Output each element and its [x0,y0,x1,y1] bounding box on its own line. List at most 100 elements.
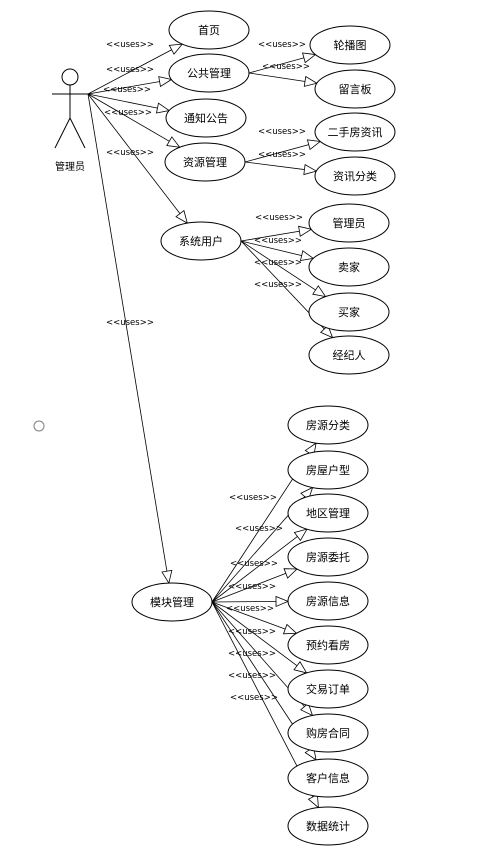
use-case-ellipse [314,69,396,109]
use-case-ellipse [308,203,390,243]
use-case-ellipse [287,405,369,445]
uses-label: <<uses>> [228,582,276,592]
uses-label: <<uses>> [262,62,310,72]
uses-label: <<uses>> [258,150,306,160]
uses-edge-actor-module_mgmt [87,93,170,584]
arrowhead-carousel [302,52,317,64]
use-case-contract: 购房合同 [287,713,369,753]
use-case-house-info: 房源信息 [287,581,369,621]
arrowhead-system_users [175,209,188,224]
uses-label: <<uses>> [258,127,306,137]
uses-edge-system_users-buyer [240,240,326,297]
uses-edge-actor-notice [87,93,170,111]
use-case-ellipse [287,537,369,577]
arrowhead-resource_mgmt [166,136,181,148]
use-case-system-users: 系统用户 [160,221,242,261]
use-case-resource-mgmt: 资源管理 [164,142,246,182]
use-case-ellipse [314,112,396,152]
use-case-label: 经纪人 [333,349,366,362]
use-case-label: 留言板 [339,82,372,96]
use-case-public-mgmt: 公共管理 [168,53,250,93]
use-case-notice: 通知公告 [165,98,247,138]
use-case-message-board: 留言板 [314,69,396,109]
uses-edge-module_mgmt-house_info [211,600,289,603]
uses-label: <<uses>> [103,85,151,95]
use-case-ellipse [308,335,390,375]
uses-label: <<uses>> [228,671,276,681]
uses-edge-module_mgmt-appointment [211,601,297,634]
use-case-appointment: 预约看房 [287,625,369,665]
uses-edge-resource_mgmt-second_hand_news [244,141,321,163]
uses-label: <<uses>> [255,213,303,223]
selection-handle [33,420,45,432]
use-case-ellipse [314,156,396,196]
uses-label: <<uses>> [106,65,154,75]
use-case-news-category: 资讯分类 [314,156,396,196]
arrowhead-public_mgmt [158,76,173,88]
use-case-label: 二手房资讯 [328,125,383,139]
uses-label: <<uses>> [254,236,302,246]
arrowhead-contract [300,702,314,717]
uses-label: <<uses>> [230,693,278,703]
actor-left-leg [54,117,71,149]
use-case-label: 预约看房 [306,638,350,652]
uses-label: <<uses>> [104,108,152,118]
arrowhead-news_category [303,163,318,176]
uses-edge-actor-system_users [87,93,188,224]
edges-layer [87,43,334,809]
use-case-label: 轮播图 [334,38,367,52]
use-case-ellipse [168,10,250,50]
arrowhead-statistics [307,793,319,809]
use-case-label: 交易订单 [306,682,350,696]
arrowhead-home [168,43,184,55]
use-case-seller: 卖家 [308,247,390,287]
use-case-ellipse [287,450,369,490]
use-case-label: 房源信息 [306,594,350,608]
use-case-label: 客户信息 [306,771,350,785]
use-case-ellipse [308,292,390,332]
actor-right-leg [69,117,86,149]
actor-head [61,68,79,86]
use-case-home: 首页 [168,10,250,50]
use-case-label: 卖家 [338,260,360,274]
use-case-label: 资源管理 [183,155,227,169]
use-case-label: 管理员 [333,216,366,230]
use-case-customer-info: 客户信息 [287,758,369,798]
uses-label: <<uses>> [254,280,302,290]
use-case-ellipse [287,806,369,846]
use-case-label: 通知公告 [184,111,228,125]
use-case-label: 地区管理 [306,506,350,520]
use-case-ellipse [287,581,369,621]
arrowhead-appointment [282,623,298,635]
use-case-ellipse [287,669,369,709]
arrowhead-module_mgmt [161,569,173,585]
use-case-order: 交易订单 [287,669,369,709]
use-case-ellipse [131,582,213,622]
uses-edge-module_mgmt-area_mgmt [211,528,308,603]
use-case-ellipse [164,142,246,182]
uses-label: <<uses>> [106,40,154,50]
use-case-ellipse [287,493,369,533]
use-case-house-type: 房屋户型 [287,450,369,490]
use-case-ellipse [168,53,250,93]
use-case-label: 系统用户 [179,234,223,248]
arrowhead-admin [298,225,313,237]
stereotype-labels-layer: <<uses>> <<uses>> <<uses>> <<uses>> <<uses>>… [103,40,310,703]
use-case-label: 房源委托 [306,550,350,564]
use-case-ellipse [160,221,242,261]
actor-label: 管理员 [55,160,85,173]
use-case-label: 数据统计 [306,819,350,833]
arrowhead-area_mgmt [293,528,308,542]
use-case-ellipse [287,713,369,753]
use-case-ellipse [309,25,391,65]
use-case-admin: 管理员 [308,203,390,243]
use-case-label: 资讯分类 [333,169,377,183]
uses-edge-actor-home [87,43,183,95]
use-case-label: 买家 [338,305,360,319]
arrowhead-agent [319,324,334,339]
uses-label: <<uses>> [254,258,302,268]
use-case-label: 公共管理 [187,66,231,80]
use-case-house-category: 房源分类 [287,405,369,445]
use-case-module-mgmt: 模块管理 [131,582,213,622]
